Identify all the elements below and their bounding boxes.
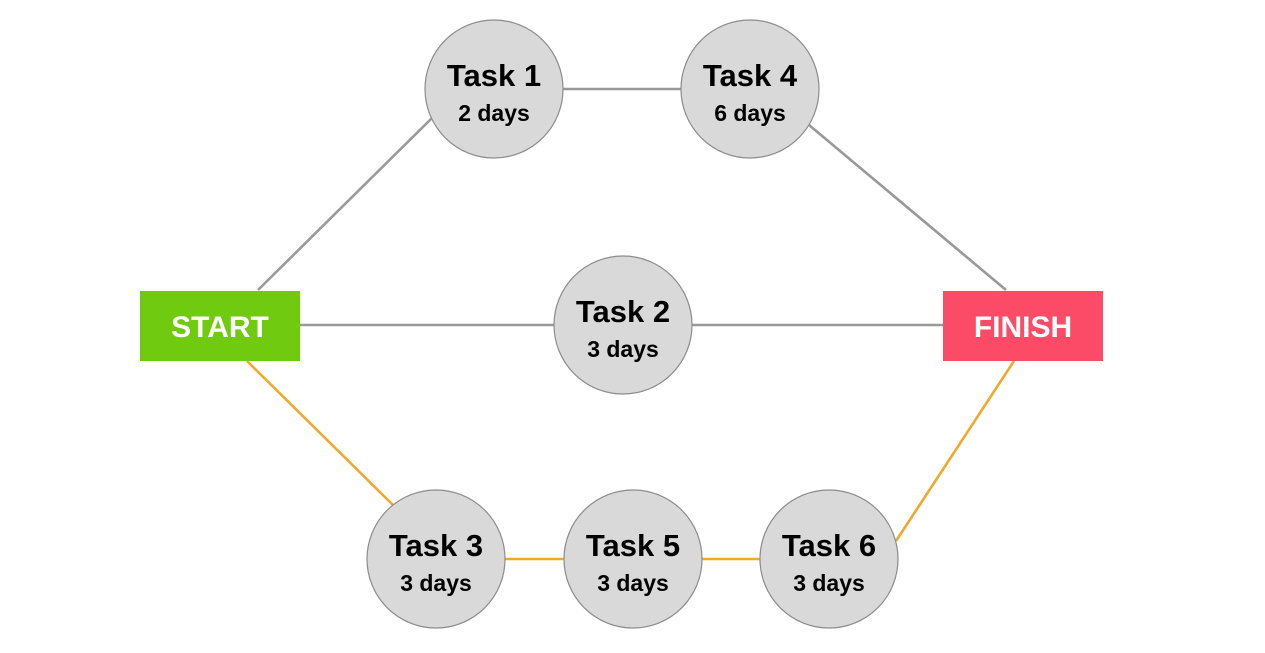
task-circle <box>680 19 820 159</box>
edge-t4-finish <box>808 124 1007 291</box>
start-label: START <box>171 311 269 344</box>
task-name: Task 3 <box>389 528 483 563</box>
finish-label: FINISH <box>974 311 1072 344</box>
edge-t6-finish <box>894 360 1016 542</box>
task-circle <box>424 19 564 159</box>
task-node-6: Task 6 3 days <box>759 489 899 629</box>
task-duration: 2 days <box>458 100 530 126</box>
start-node: START <box>140 291 300 361</box>
task-duration: 3 days <box>400 570 472 596</box>
task-node-2: Task 2 3 days <box>553 255 693 395</box>
finish-node: FINISH <box>943 291 1103 361</box>
finish-box <box>943 291 1103 361</box>
edge-start-t1 <box>257 117 433 291</box>
edge-start-t3 <box>246 360 396 508</box>
task-node-1: Task 1 2 days <box>424 19 564 159</box>
task-circle <box>563 489 703 629</box>
task-node-3: Task 3 3 days <box>366 489 506 629</box>
task-name: Task 1 <box>447 58 541 93</box>
task-name: Task 6 <box>782 528 876 563</box>
task-node-5: Task 5 3 days <box>563 489 703 629</box>
task-duration: 6 days <box>714 100 786 126</box>
task-name: Task 5 <box>586 528 680 563</box>
task-name: Task 4 <box>703 58 798 93</box>
task-duration: 3 days <box>597 570 669 596</box>
task-circle <box>366 489 506 629</box>
task-duration: 3 days <box>587 336 659 362</box>
task-duration: 3 days <box>793 570 865 596</box>
task-circle <box>553 255 693 395</box>
start-box <box>140 291 300 361</box>
task-circle <box>759 489 899 629</box>
edges-layer <box>246 87 1016 561</box>
task-name: Task 2 <box>576 294 670 329</box>
task-node-4: Task 4 6 days <box>680 19 820 159</box>
